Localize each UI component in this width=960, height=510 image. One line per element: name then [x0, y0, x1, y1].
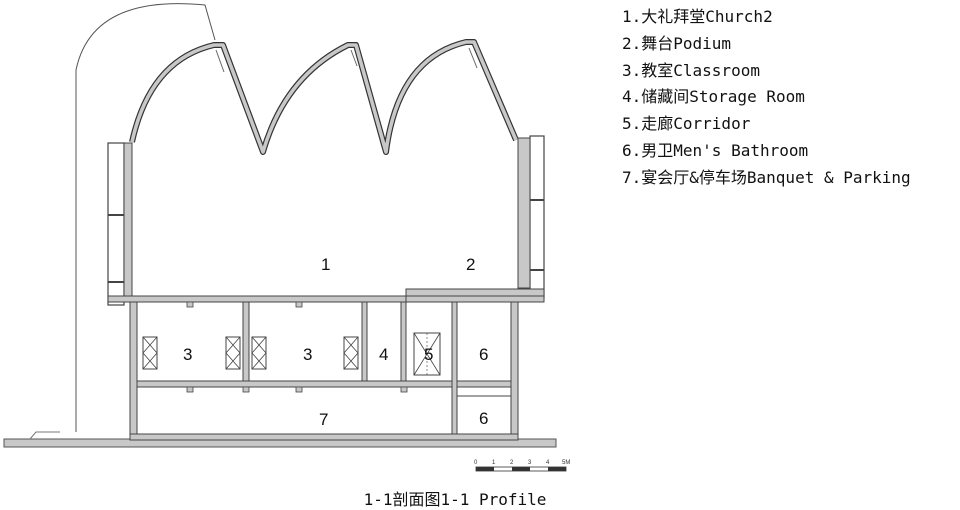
- scale-tick-label: 2: [510, 460, 514, 466]
- legend-item-banquet: 7.宴会厅&停车场Banquet & Parking: [622, 167, 911, 187]
- drawing-caption: 1-1剖面图1-1 Profile: [363, 490, 547, 509]
- partition: [242, 301, 250, 382]
- legend-item-corridor: 5.走廊Corridor: [622, 114, 751, 134]
- room-label-classroom: 3: [303, 345, 312, 364]
- room-label-bathroom: 6: [479, 345, 488, 364]
- left-wall: [107, 142, 125, 306]
- beam: [295, 301, 303, 308]
- legend-item-church: 1.大礼拜堂Church2: [622, 7, 773, 26]
- door-symbol: [413, 332, 441, 376]
- room-label-storage: 4: [379, 345, 388, 364]
- scale-bar: 0 1 2 3 4 5M: [474, 460, 570, 472]
- left-wall-core: [123, 142, 133, 300]
- partition: [451, 301, 458, 435]
- room-label-corridor: 5: [424, 345, 433, 364]
- roof-vault-fill: [130, 40, 518, 154]
- legend-item-podium: 2.舞台Podium: [622, 33, 732, 53]
- scale-tick-label: 0: [474, 460, 478, 466]
- ground-step: [29, 431, 60, 440]
- skylight-1: [215, 49, 225, 73]
- door-symbol: [251, 336, 267, 370]
- lower-right-wall: [510, 301, 519, 435]
- partition: [400, 301, 407, 382]
- room-label-podium: 2: [466, 255, 475, 274]
- legend-item-bathroom: 6.男卫Men's Bathroom: [622, 140, 809, 160]
- room-label-banquet: 7: [319, 410, 328, 429]
- podium-slab: [405, 295, 545, 303]
- room-label-church: 1: [321, 255, 330, 274]
- door-symbol: [225, 336, 241, 370]
- skylight-2: [350, 49, 358, 67]
- scale-tick-label: 4: [546, 460, 550, 466]
- right-wall-core: [517, 137, 531, 289]
- partition: [361, 301, 368, 382]
- ground-floor-slab: [129, 433, 519, 441]
- legend: 1.大礼拜堂Church2 2.舞台Podium 3.教室Classroom 4…: [622, 4, 911, 192]
- middle-floor-slab: [129, 380, 519, 388]
- beam: [186, 301, 194, 308]
- beam: [186, 386, 194, 393]
- background-tower: [75, 3, 216, 432]
- beam: [400, 386, 408, 393]
- scale-tick-label: 1: [492, 460, 496, 466]
- church-floor-slab: [107, 295, 409, 303]
- scale-tick-label: 5M: [562, 460, 570, 466]
- room-label-bathroom: 6: [479, 409, 488, 428]
- legend-item-storage: 4.储藏间Storage Room: [622, 87, 805, 107]
- lower-left-wall: [129, 301, 138, 435]
- door-symbol: [343, 336, 359, 370]
- podium-platform: [405, 288, 545, 297]
- beam: [295, 386, 303, 393]
- beam: [242, 386, 250, 393]
- room-label-classroom: 3: [183, 345, 192, 364]
- skylight-3: [468, 47, 478, 69]
- scale-tick-label: 3: [528, 460, 532, 466]
- right-wall: [529, 135, 545, 299]
- door-symbol: [142, 336, 158, 370]
- legend-item-classroom: 3.教室Classroom: [622, 60, 760, 80]
